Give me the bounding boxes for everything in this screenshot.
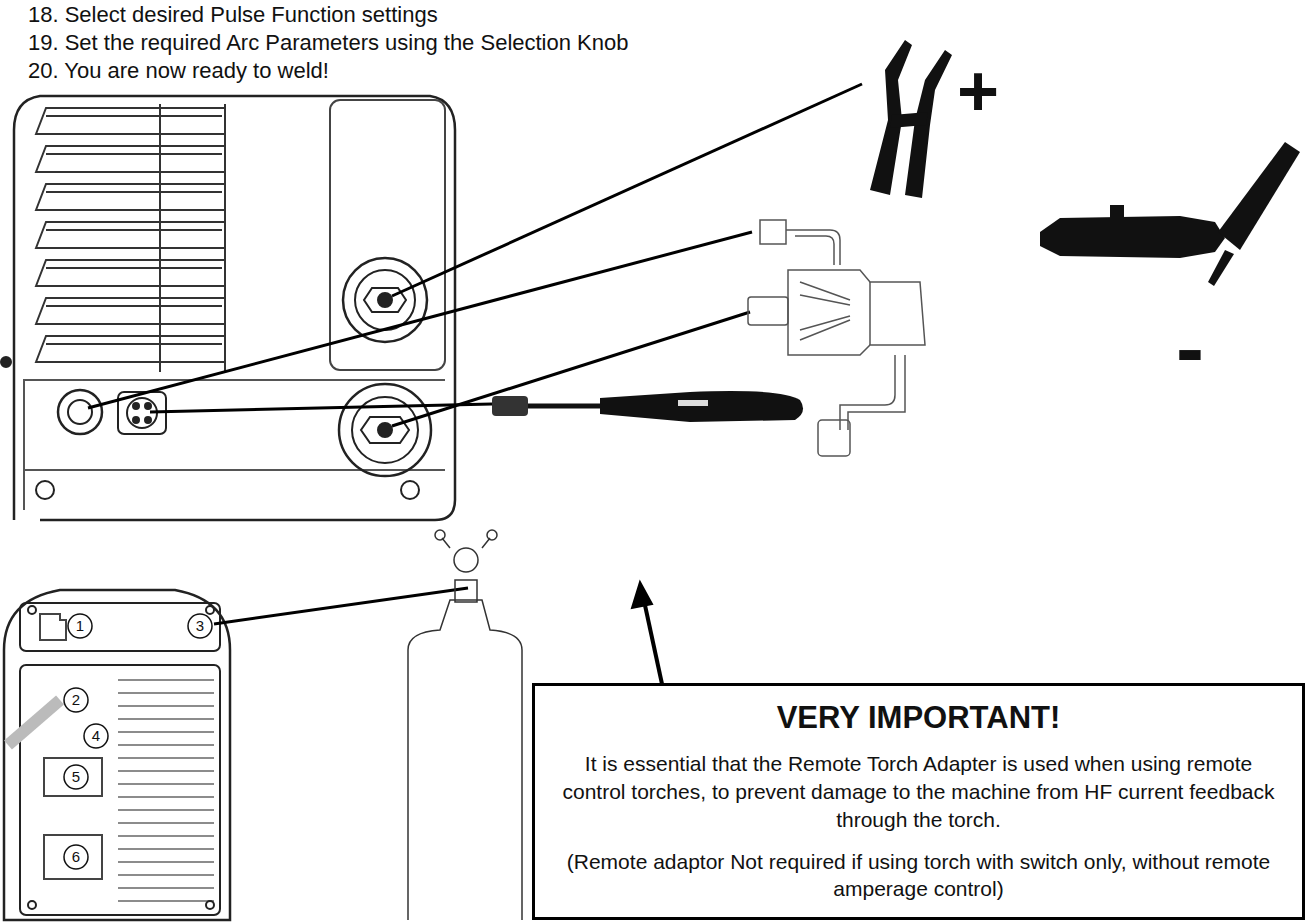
remote-torch-adapter xyxy=(748,220,925,456)
callout-number: 4 xyxy=(92,727,100,744)
leader-line xyxy=(88,232,752,408)
callout-number: 1 xyxy=(76,617,84,634)
callout-number: 3 xyxy=(196,617,204,634)
step-text: 19. Set the required Arc Parameters usin… xyxy=(28,30,628,55)
pointer-arrow xyxy=(643,596,662,684)
remote-control xyxy=(492,391,803,422)
negative-socket xyxy=(339,384,431,476)
front-panel-edge xyxy=(24,380,445,510)
earth-clamp xyxy=(870,40,952,198)
polarity-sign: - xyxy=(1176,300,1204,397)
callout-circles xyxy=(64,614,212,869)
step-text: 20. You are now ready to weld! xyxy=(28,58,329,83)
warning-heading: VERY IMPORTANT! xyxy=(553,700,1284,736)
tig-torch xyxy=(1040,142,1300,286)
callout-number: 2 xyxy=(72,691,80,708)
warning-body: (Remote adaptor Not required if using to… xyxy=(553,848,1284,903)
gas-outlet xyxy=(58,390,102,434)
leader-line xyxy=(150,404,492,412)
warning-box: VERY IMPORTANT! It is essential that the … xyxy=(532,683,1305,920)
back-panel xyxy=(4,590,230,920)
gas-cylinder xyxy=(408,530,522,920)
callout-number: 6 xyxy=(72,848,80,865)
machine-housing xyxy=(14,96,455,520)
leader-line xyxy=(214,588,468,624)
warning-body: It is essential that the Remote Torch Ad… xyxy=(553,750,1284,833)
step-text: 18. Select desired Pulse Function settin… xyxy=(28,2,438,27)
polarity-sign: + xyxy=(957,50,999,133)
callout-number: 5 xyxy=(72,768,80,785)
louvers xyxy=(36,104,225,372)
